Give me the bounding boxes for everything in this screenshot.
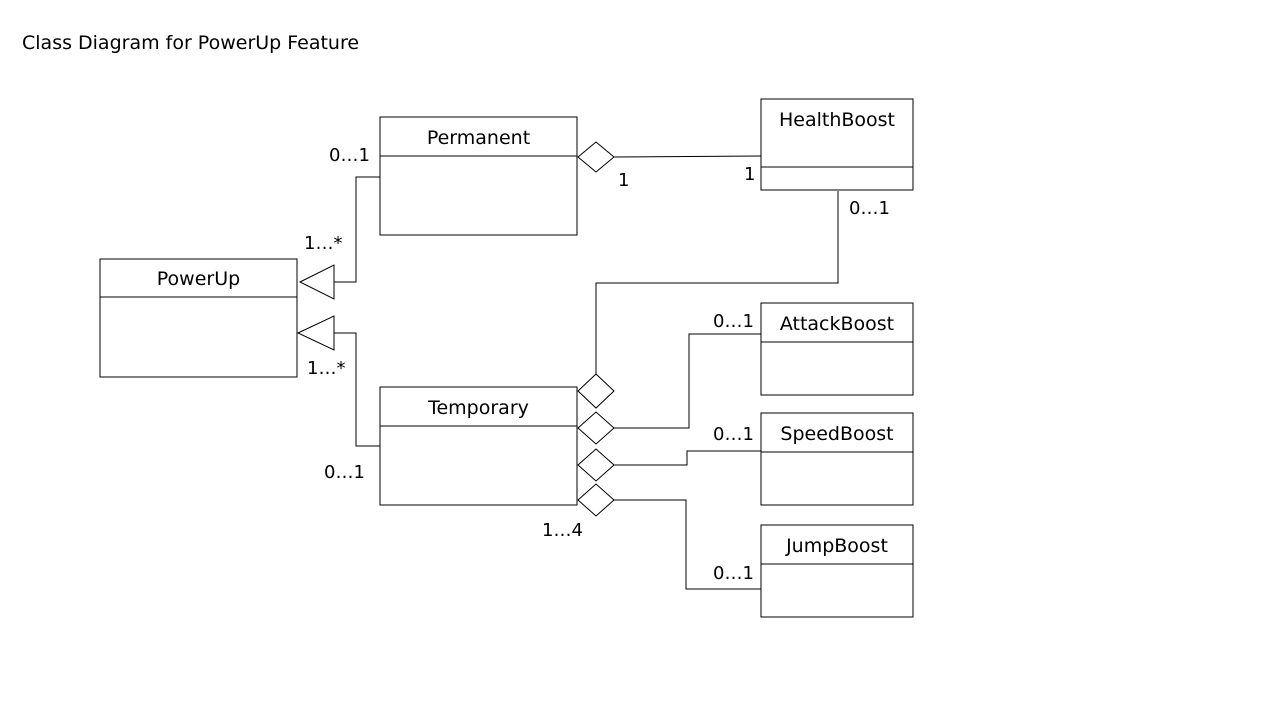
mult-temporary-generalization: 0…1 (324, 462, 365, 483)
mult-jumpboost: 0…1 (713, 563, 754, 584)
mult-permanent-generalization: 0…1 (329, 145, 370, 166)
temporary-attackboost-line (614, 333, 761, 429)
class-permanent[interactable]: Permanent (379, 116, 578, 236)
temporary-healthboost-diamond (577, 373, 615, 409)
class-jumpboost-name: JumpBoost (785, 535, 888, 557)
temporary-generalization-line (334, 332, 380, 447)
mult-temporary-aggregation: 1…4 (542, 520, 583, 541)
mult-healthboost-from-temporary: 0…1 (849, 198, 890, 219)
mult-powerup-from-temporary: 1…* (307, 358, 345, 379)
diagram-title: Class Diagram for PowerUp Feature (22, 32, 359, 54)
class-jumpboost[interactable]: JumpBoost (760, 524, 914, 618)
temporary-generalization-arrow (296, 315, 335, 351)
class-healthboost[interactable]: HealthBoost (760, 98, 914, 191)
mult-speedboost: 0…1 (713, 424, 754, 445)
class-powerup-name: PowerUp (157, 268, 240, 290)
temporary-attackboost-diamond (577, 411, 615, 445)
mult-powerup-from-permanent: 1…* (304, 233, 342, 254)
temporary-speedboost-diamond (577, 448, 615, 482)
mult-permanent-aggregation: 1 (618, 170, 629, 191)
temporary-healthboost-line (595, 191, 839, 374)
class-attackboost[interactable]: AttackBoost (760, 302, 914, 396)
permanent-generalization-line (334, 176, 380, 283)
class-speedboost-name: SpeedBoost (780, 423, 893, 445)
class-speedboost[interactable]: SpeedBoost (760, 412, 914, 506)
mult-attackboost: 0…1 (713, 311, 754, 332)
mult-healthboost-from-permanent: 1 (744, 164, 755, 185)
class-powerup[interactable]: PowerUp (99, 258, 298, 378)
permanent-healthboost-line (613, 155, 762, 158)
class-permanent-name: Permanent (427, 127, 530, 149)
permanent-generalization-arrow (298, 264, 335, 300)
class-temporary-name: Temporary (427, 397, 529, 419)
class-healthboost-name: HealthBoost (779, 109, 895, 131)
class-temporary[interactable]: Temporary (379, 386, 578, 506)
temporary-speedboost-line (614, 450, 761, 466)
temporary-jumpboost-line (614, 499, 761, 590)
permanent-aggregation-diamond (577, 141, 615, 173)
class-attackboost-name: AttackBoost (780, 313, 894, 335)
temporary-jumpboost-diamond (577, 483, 615, 517)
